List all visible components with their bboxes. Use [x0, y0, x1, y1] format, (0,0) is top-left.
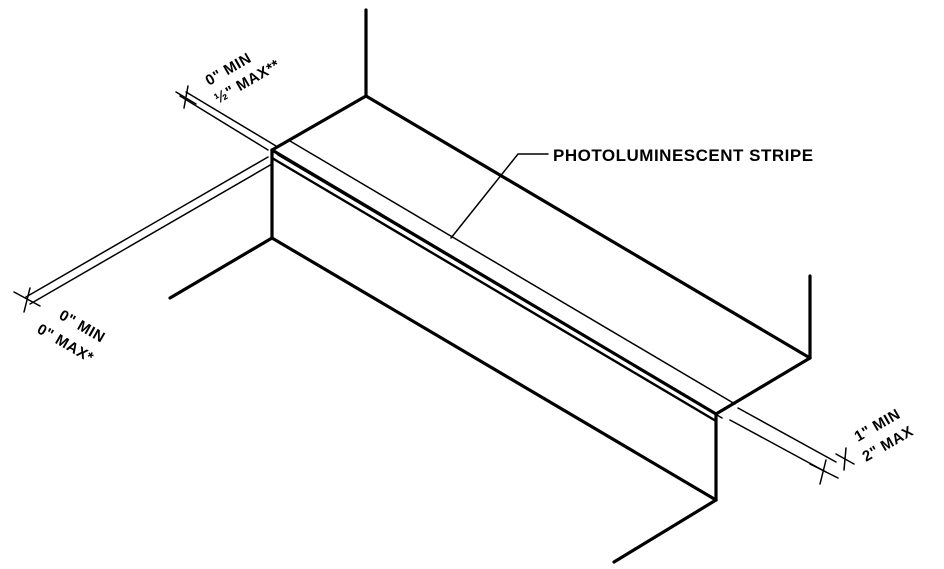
left-dim-tick-b [23, 287, 31, 313]
left-dim-extension-2 [29, 163, 273, 305]
tread-right-edge [714, 356, 812, 416]
tread-back-edge [364, 94, 812, 360]
top-dim-extension-2 [185, 91, 277, 147]
left-dim-extension-1 [25, 156, 269, 298]
lower-tread-right-edge [612, 498, 718, 564]
top-dim-tick-b [183, 85, 189, 109]
right-dim-tick-d [843, 447, 847, 471]
stripe-edge-line-1 [277, 154, 723, 419]
right-dim-tick-b [819, 459, 827, 485]
top-dim-extension-1 [179, 95, 269, 151]
right-dim-extension-1 [737, 407, 837, 463]
riser-bottom-edge [270, 236, 718, 502]
stripe-edge-line-2 [270, 156, 718, 423]
lower-tread-left-edge [168, 236, 274, 300]
stripe-inner-line [289, 140, 736, 405]
stripe-label: PHOTOLUMINESCENT STRIPE [553, 146, 814, 165]
tread-left-edge [270, 94, 368, 152]
stripe-leader [450, 153, 549, 239]
